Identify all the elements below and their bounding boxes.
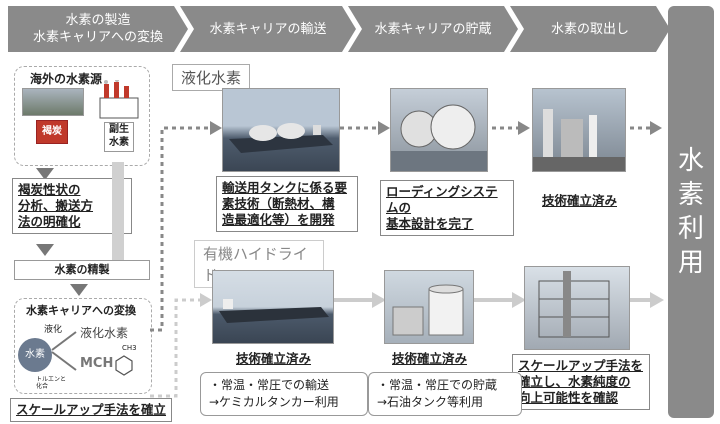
header-step-transport: 水素キャリアの輸送: [180, 6, 356, 52]
lh2-transport-note: 輸送用タンクに係る要 素技術（断熱材、構 造最適化等）を開発: [216, 176, 358, 232]
header-step-storage: 水素キャリアの貯蔵: [348, 6, 518, 52]
overseas-source-title: 海外の水素源: [30, 72, 103, 86]
down-arrow-2: [36, 244, 54, 256]
ch3-label: CH3: [122, 344, 137, 352]
hydrogen-circle-label: 水素: [25, 349, 45, 360]
dehydrogenation-plant-photo: [524, 266, 630, 350]
organic-extraction-note: スケールアップ手法を 確立し、水素純度の 向上可能性を確認: [512, 354, 650, 410]
hydrogen-use-bar: 水 素 利 用: [668, 6, 714, 418]
conversion-title: 水素キャリアへの変換: [26, 304, 136, 317]
conversion-arrows: [51, 331, 77, 371]
lh2-carrier-ship-photo: [222, 88, 340, 172]
organic-storage-done: 技術確立済み: [392, 351, 468, 366]
liquid-hydrogen-row-label: 液化水素: [172, 64, 251, 91]
byproduct-connector: [112, 162, 124, 280]
oil-tank-photo: [384, 270, 474, 344]
conversion-box: [14, 298, 152, 394]
lh2-storage-tank-photo: [390, 88, 488, 172]
down-arrow-1: [36, 168, 54, 180]
plant-icon: [533, 109, 625, 171]
scaleup-bottom-note: スケールアップ手法を確立: [10, 398, 172, 422]
toluene-label: トルエンと 化合: [36, 376, 67, 390]
lh2-extraction-done: 技術確立済み: [542, 193, 618, 208]
scaffold-plant-icon: [538, 271, 610, 338]
spherical-tank-icon: [391, 104, 487, 171]
liquid-row-connectors: [150, 121, 664, 398]
lh2-extraction-plant-photo: [532, 88, 626, 172]
liquid-hydrogen-small: 液化水素: [80, 326, 129, 340]
coal-label: 褐炭: [36, 120, 68, 144]
mch-label: MCH: [80, 356, 114, 371]
lh2-storage-note: ローディングシステムの 基本設計を完了: [380, 180, 514, 236]
hydrogen-circle: 水素: [18, 338, 52, 372]
cylinder-tank-icon: [392, 284, 464, 336]
organic-transport-detail: ・常温・常圧での輸送 →ケミカルタンカー利用: [200, 372, 368, 416]
down-arrow-3: [70, 284, 88, 296]
factory-icon: [99, 80, 139, 119]
benzene-ring-icon: [115, 355, 133, 376]
organic-storage-detail: ・常温・常圧での貯蔵 →石油タンク等利用: [368, 372, 522, 416]
header-step-extraction: 水素の取出し: [510, 6, 670, 52]
liquefaction-small-label: 液化: [44, 325, 63, 335]
header-step-production: 水素の製造 水素キャリアへの変換: [8, 6, 188, 52]
chemical-tanker-photo: [212, 270, 334, 344]
organic-transport-done: 技術確立済み: [236, 351, 312, 366]
byproduct-label: 副生 水素: [104, 122, 134, 152]
ship-icon: [229, 123, 333, 153]
coal-mine-photo: [22, 88, 84, 116]
tanker-icon: [219, 299, 329, 323]
overseas-source-box: [14, 66, 150, 166]
hydrogen-use-label: 水 素 利 用: [677, 146, 704, 278]
purification-box: 水素の精製: [14, 260, 150, 280]
